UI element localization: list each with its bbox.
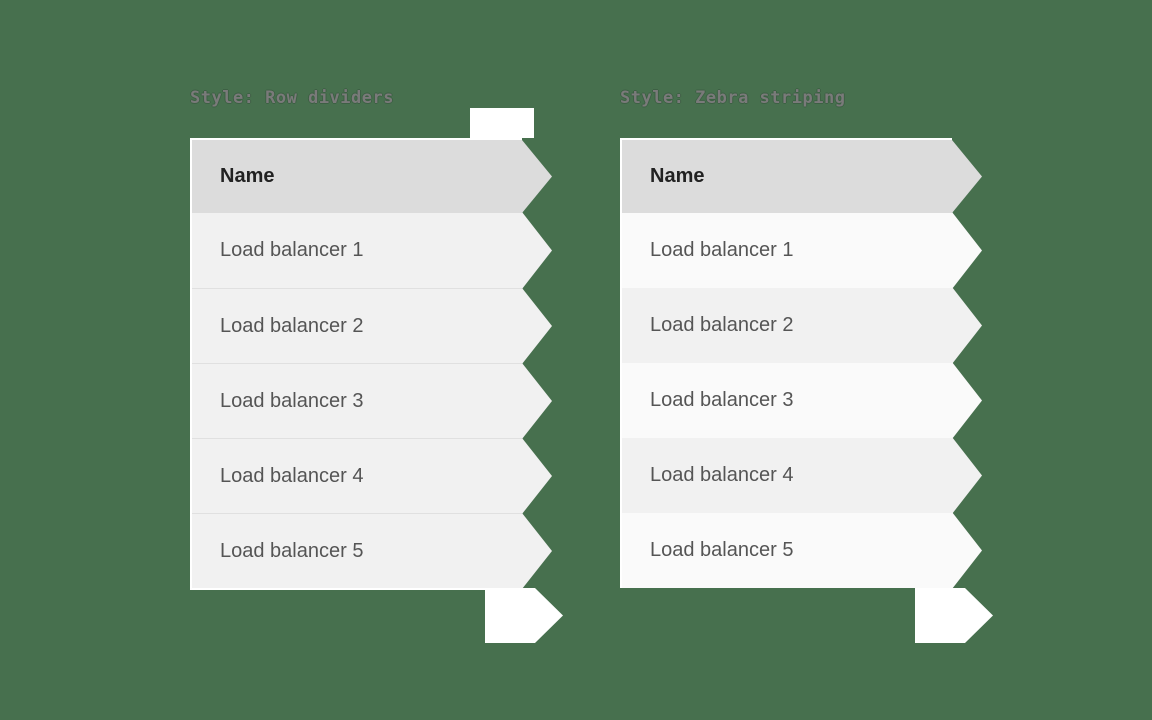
row-label: Load balancer 3 bbox=[220, 389, 364, 412]
panel-caption-row-dividers: Style: Row dividers bbox=[190, 88, 394, 108]
table-row[interactable]: Load balancer 5 bbox=[192, 513, 522, 588]
table-zebra: Name Load balancer 1 Load balancer 2 Loa… bbox=[620, 138, 965, 643]
row-label: Load balancer 2 bbox=[220, 314, 364, 337]
table-rowgroup: Name Load balancer 1 Load balancer 2 Loa… bbox=[622, 138, 952, 588]
row-label: Load balancer 5 bbox=[220, 539, 364, 562]
table-row-dividers: Name Load balancer 1 Load balancer 2 Loa… bbox=[190, 138, 535, 643]
column-header-label: Name bbox=[220, 165, 275, 187]
table-row[interactable]: Load balancer 3 bbox=[192, 363, 522, 438]
panel-caption-zebra: Style: Zebra striping bbox=[620, 88, 846, 108]
table-row[interactable]: Load balancer 5 bbox=[622, 513, 952, 588]
table-row[interactable]: Load balancer 4 bbox=[192, 438, 522, 513]
table-row[interactable]: Load balancer 1 bbox=[192, 213, 522, 288]
table-row[interactable]: Load balancer 1 bbox=[622, 213, 952, 288]
decorative-bottom-tab-row-dividers bbox=[485, 588, 535, 643]
table-column-header-name[interactable]: Name bbox=[622, 138, 952, 213]
table-row[interactable]: Load balancer 2 bbox=[192, 288, 522, 363]
table-row[interactable]: Load balancer 4 bbox=[622, 438, 952, 513]
decorative-top-tab-row-dividers bbox=[470, 108, 534, 138]
row-label: Load balancer 1 bbox=[220, 239, 364, 261]
table-row[interactable]: Load balancer 3 bbox=[622, 363, 952, 438]
table-column-header-name[interactable]: Name bbox=[192, 138, 522, 213]
column-header-label: Name bbox=[650, 165, 705, 187]
row-label: Load balancer 1 bbox=[650, 239, 794, 261]
table-row[interactable]: Load balancer 2 bbox=[622, 288, 952, 363]
row-label: Load balancer 2 bbox=[650, 314, 794, 336]
row-label: Load balancer 4 bbox=[220, 464, 364, 487]
row-label: Load balancer 3 bbox=[650, 389, 794, 411]
row-label: Load balancer 5 bbox=[650, 539, 794, 561]
decorative-bottom-tab-zebra bbox=[915, 588, 965, 643]
table-rowgroup: Name Load balancer 1 Load balancer 2 Loa… bbox=[192, 138, 522, 588]
row-label: Load balancer 4 bbox=[650, 464, 794, 486]
